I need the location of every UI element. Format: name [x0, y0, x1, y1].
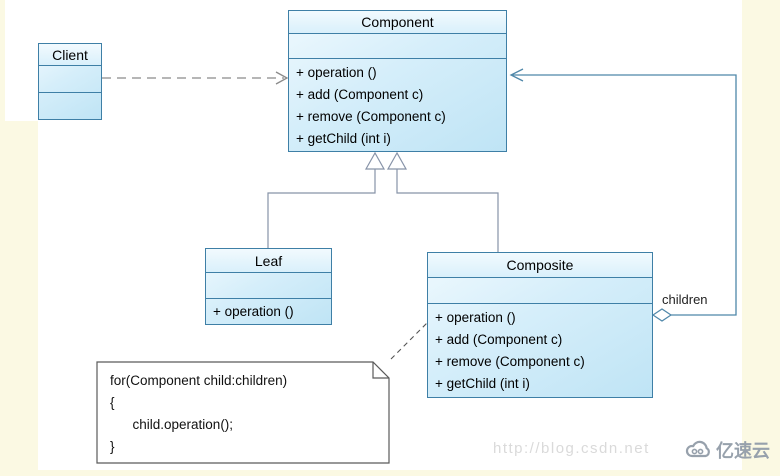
class-attrs-client — [39, 66, 101, 93]
class-box-client: Client — [38, 43, 102, 120]
method-label: + operation () — [213, 304, 294, 319]
cloud-logo-icon — [684, 439, 712, 461]
method-label: + getChild (int i) — [435, 376, 530, 391]
class-attrs-composite — [428, 278, 652, 304]
class-attrs-leaf — [206, 273, 331, 299]
generalization-triangle-composite — [386, 151, 408, 170]
note-code-line: } — [110, 439, 115, 454]
class-title-component: Component — [289, 11, 506, 34]
note-shape — [96, 361, 390, 464]
watermark-brand-text: 亿速云 — [716, 441, 770, 461]
watermark-url-text: http://blog.csdn.net — [493, 440, 650, 457]
note-code-line: child.operation(); — [110, 417, 234, 432]
class-methods-composite: + operation () + add (Component c) + rem… — [428, 304, 652, 395]
note-fold-corner — [372, 362, 389, 379]
class-box-leaf: Leaf + operation () — [205, 248, 332, 325]
method-label: + operation () — [435, 310, 516, 325]
aggregation-line-composite-component — [512, 74, 737, 316]
note-code-line: for(Component child:children) — [110, 373, 288, 388]
method-label: + add (Component c) — [296, 87, 424, 102]
method-label: + remove (Component c) — [296, 109, 446, 124]
class-box-component: Component + operation () + add (Componen… — [288, 10, 507, 152]
generalization-triangle-leaf — [364, 151, 386, 170]
aggregation-open-arrowhead — [509, 68, 524, 82]
class-methods-component: + operation () + add (Component c) + rem… — [289, 59, 506, 150]
class-ops-client — [39, 93, 101, 119]
note-code: for(Component child:children) { child.op… — [110, 370, 287, 458]
watermark-brand: 亿速云 — [684, 437, 770, 463]
aggregation-open-diamond — [651, 308, 673, 322]
class-title-composite: Composite — [428, 253, 652, 278]
class-title-leaf: Leaf — [206, 249, 331, 273]
method-label: + getChild (int i) — [296, 131, 391, 146]
note-anchor-dashed-line — [390, 320, 430, 360]
note-code-line: { — [110, 395, 115, 410]
class-title-client: Client — [39, 44, 101, 66]
generalization-line-leaf-component — [267, 169, 376, 248]
generalization-line-composite-component — [396, 169, 499, 252]
method-label: + operation () — [296, 65, 377, 80]
association-role-label-children: children — [662, 292, 708, 307]
class-box-composite: Composite + operation () + add (Componen… — [427, 252, 653, 398]
method-label: + add (Component c) — [435, 332, 563, 347]
method-label: + remove (Component c) — [435, 354, 585, 369]
dependency-open-arrowhead — [275, 71, 289, 85]
class-methods-leaf: + operation () — [206, 299, 331, 323]
class-attrs-component — [289, 34, 506, 59]
